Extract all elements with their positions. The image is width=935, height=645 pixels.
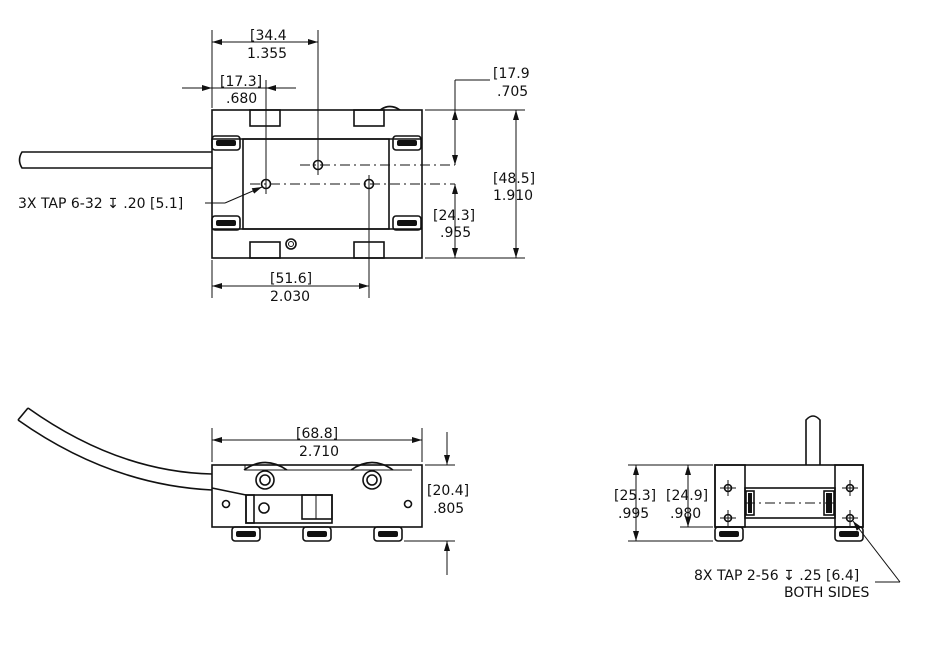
dim-51-6-mm: [51.6]	[270, 271, 312, 287]
foot-icon	[714, 526, 744, 542]
dim-25-3-in: .995	[618, 506, 649, 522]
top-view-cable	[18, 151, 212, 169]
dim-17-9-mm: [17.9	[493, 66, 530, 82]
dim-51-6: [51.6] 2.030	[212, 271, 369, 305]
dim-17-9-in: .705	[497, 84, 528, 100]
dim-51-6-in: 2.030	[270, 289, 310, 305]
dim-68-8-mm: [68.8]	[296, 426, 338, 442]
foot-icon	[392, 215, 422, 231]
foot-icon	[373, 526, 403, 542]
top-view-tap-leader: 3X TAP 6-32 ↧ .20 [5.1]	[18, 186, 263, 212]
side-view-tap-note-line1: 8X TAP 2-56 ↧ .25 [6.4]	[694, 568, 859, 584]
side-view-body	[714, 464, 864, 528]
dim-20-4-mm: [20.4]	[427, 483, 469, 499]
side-view-feet	[714, 526, 864, 542]
top-view: [34.4 1.355 [17.3] .680 [17.9 .705 [48.5…	[18, 28, 535, 305]
front-view-body	[211, 461, 423, 528]
dim-17-3: [17.3] .680	[182, 74, 296, 107]
foot-icon	[231, 526, 261, 542]
side-view-extension-lines	[628, 464, 713, 542]
top-view-feet	[211, 135, 422, 231]
dim-24-3-in: .955	[440, 225, 471, 241]
top-view-centerlines	[250, 30, 455, 298]
foot-icon	[211, 135, 241, 151]
dim-25-3-mm: [25.3]	[614, 488, 656, 504]
dim-34-4-mm: [34.4	[250, 28, 287, 44]
side-view-tap-note-line2: BOTH SIDES	[784, 585, 870, 601]
foot-icon	[392, 135, 422, 151]
side-view-cable	[805, 415, 821, 465]
dim-20-4: [20.4] .805	[427, 432, 469, 575]
dim-20-4-in: .805	[433, 501, 464, 517]
dim-68-8: [68.8] 2.710	[212, 426, 422, 460]
dim-25-3: [25.3] .995	[614, 465, 656, 541]
dim-24-9: [24.9] .980	[666, 465, 708, 527]
top-view-body	[211, 105, 423, 259]
top-view-tap-note: 3X TAP 6-32 ↧ .20 [5.1]	[18, 196, 183, 212]
front-view-cable	[17, 407, 213, 491]
front-view: [68.8] 2.710 [20.4] .805	[17, 407, 469, 575]
side-view: [25.3] .995 [24.9] .980 8X TAP 2-56 ↧ .2…	[614, 415, 901, 601]
foot-icon	[211, 215, 241, 231]
dim-17-3-mm: [17.3]	[220, 74, 262, 90]
dim-68-8-in: 2.710	[299, 444, 339, 460]
dim-24-3-mm: [24.3]	[433, 208, 475, 224]
side-view-tap-leader: 8X TAP 2-56 ↧ .25 [6.4] BOTH SIDES	[694, 520, 901, 601]
foot-icon	[302, 526, 332, 542]
dim-17-9: [17.9 .705	[452, 66, 530, 165]
dim-17-3-in: .680	[226, 91, 257, 107]
front-view-feet	[231, 526, 403, 542]
dim-48-5-mm: [48.5]	[493, 171, 535, 187]
dim-48-5: [48.5] 1.910	[493, 110, 535, 258]
dim-24-9-mm: [24.9]	[666, 488, 708, 504]
dim-24-9-in: .980	[670, 506, 701, 522]
dim-48-5-in: 1.910	[493, 188, 533, 204]
dim-24-3: [24.3] .955	[433, 184, 475, 258]
dim-34-4: [34.4 1.355	[212, 28, 318, 62]
side-view-tap-holes	[720, 480, 858, 526]
dim-34-4-in: 1.355	[247, 46, 287, 62]
